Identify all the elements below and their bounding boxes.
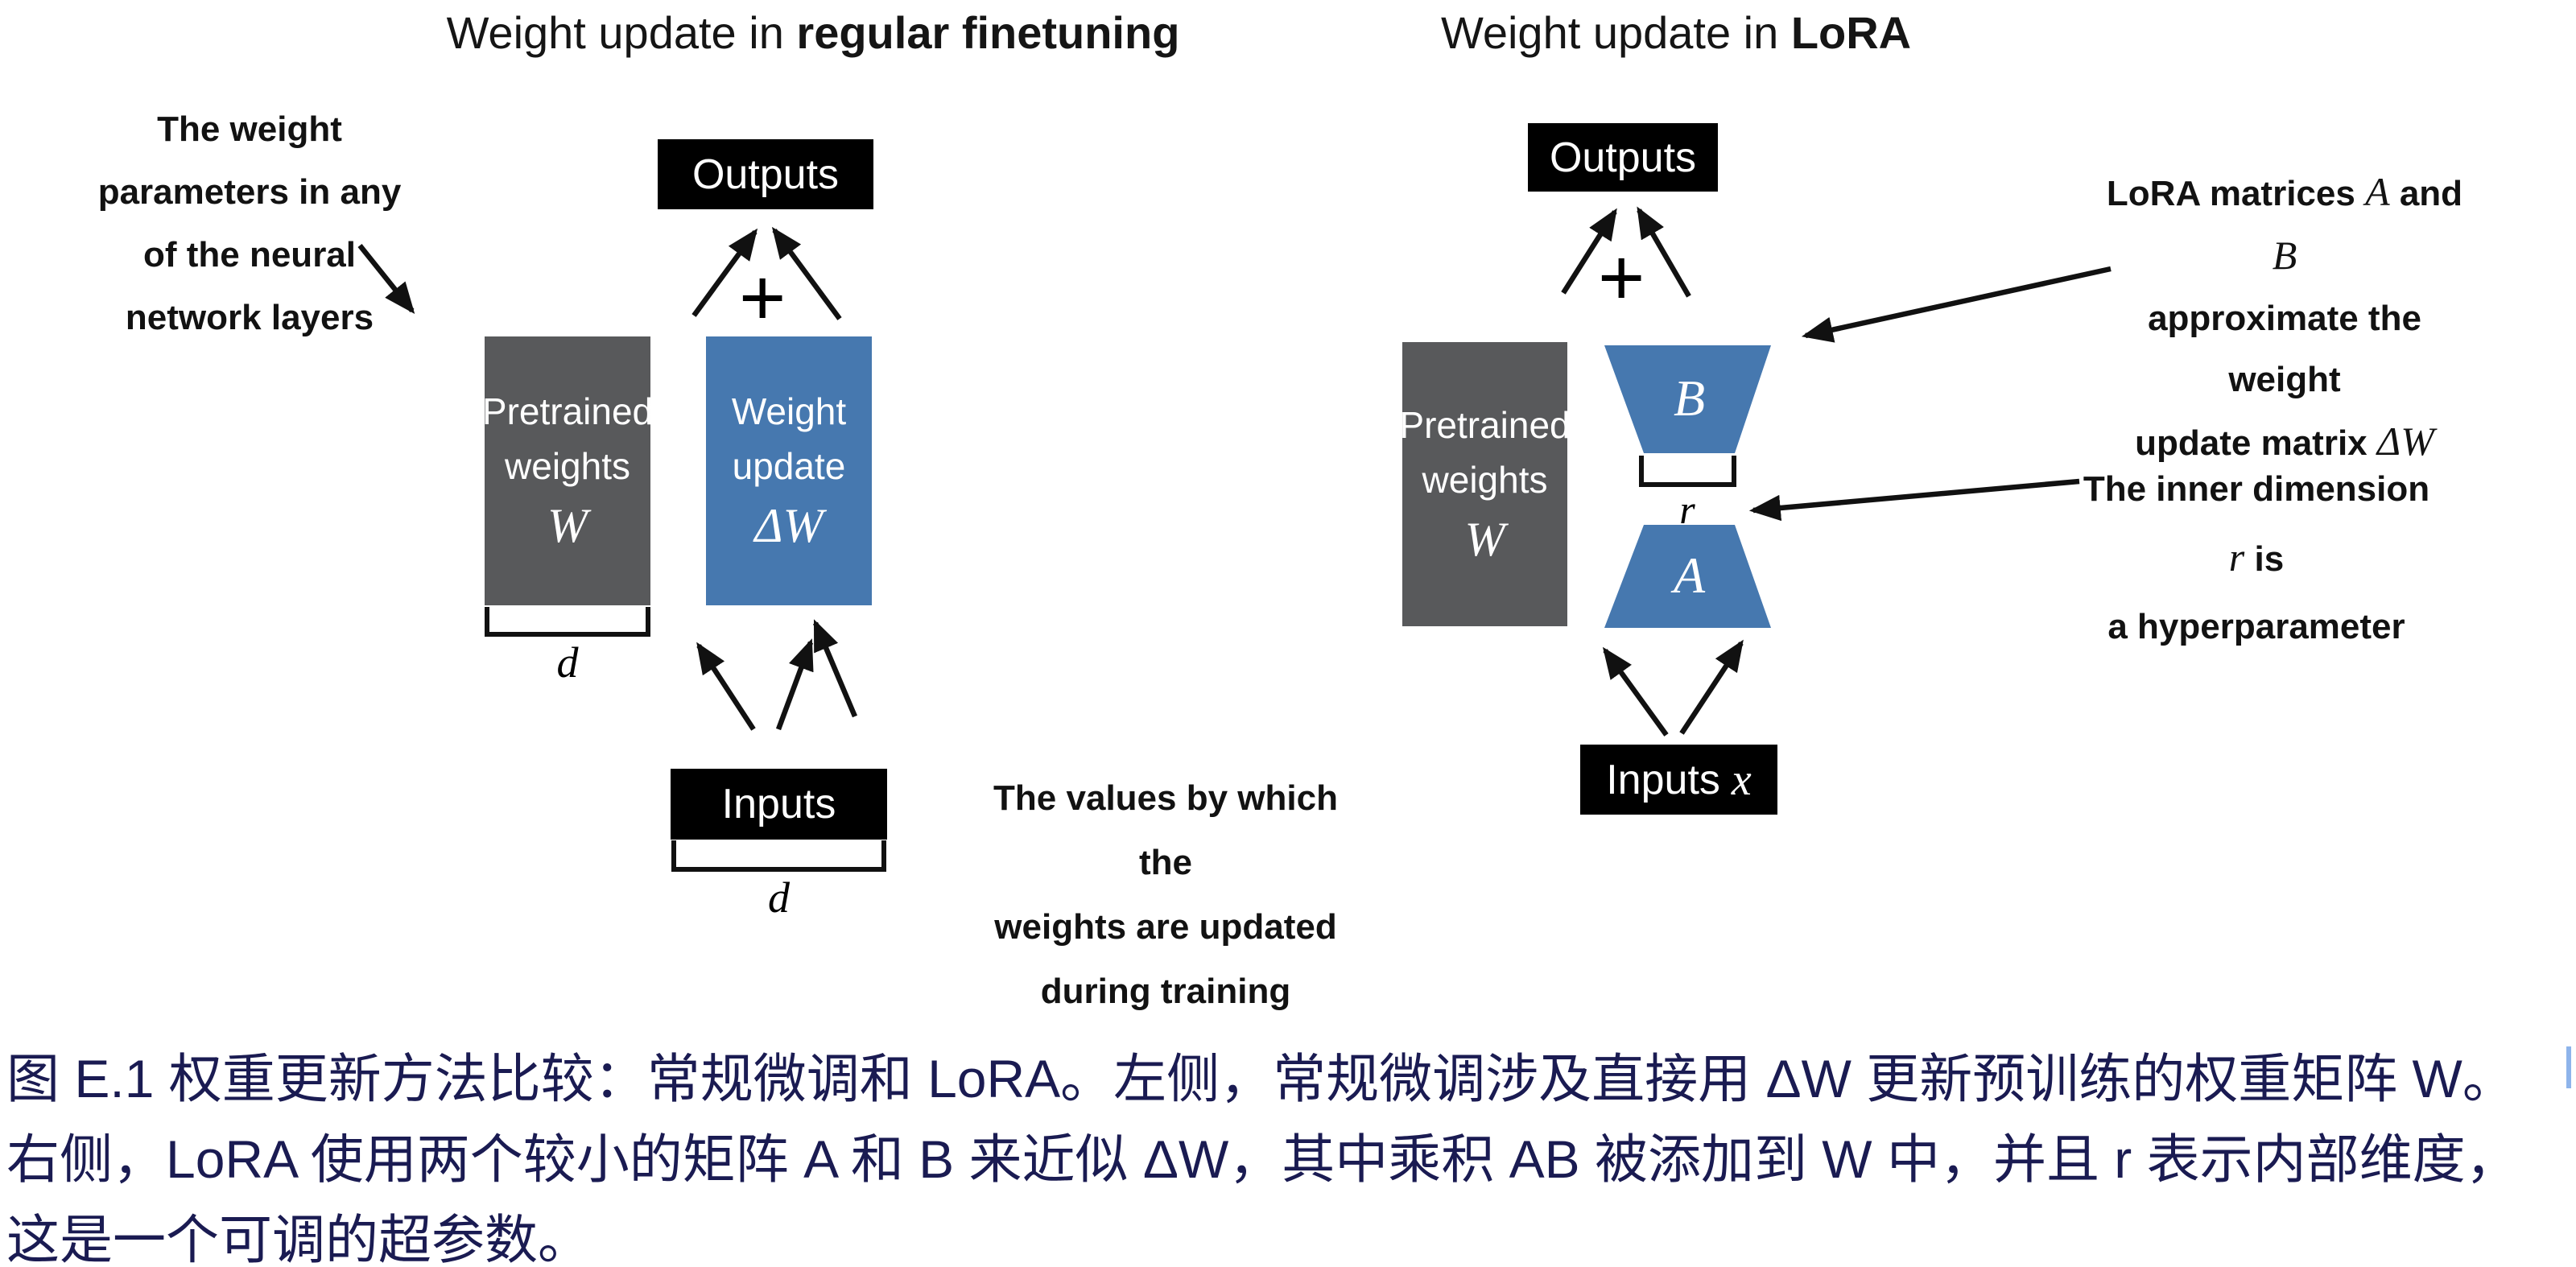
left-title-emphasis: regular finetuning bbox=[796, 7, 1180, 58]
arrow-lora-note-to-b bbox=[1801, 266, 2112, 343]
update-line2: update bbox=[732, 445, 846, 487]
update-symbol-dw: ΔW bbox=[754, 499, 824, 552]
matrix-a-label: A bbox=[1673, 547, 1706, 604]
lora-annotation-line2: approximate the weight bbox=[2148, 299, 2421, 399]
bracket-d-weights bbox=[485, 607, 650, 637]
weight-update-box: Weight update ΔW bbox=[706, 336, 872, 605]
pretrained-symbol-w: W bbox=[1464, 512, 1505, 566]
values-annotation: The values by which the weights are upda… bbox=[989, 766, 1343, 1024]
lora-annotation-line3: update matrix ΔW bbox=[2091, 411, 2478, 474]
pretrained-line1: Pretrained bbox=[481, 390, 654, 432]
weights-annotation-line: parameters in any bbox=[97, 172, 402, 212]
inputs-x-prefix: Inputs bbox=[1606, 756, 1720, 803]
r-l1-post: is bbox=[2244, 539, 2285, 579]
left-panel-title: Weight update in regular finetuning bbox=[346, 6, 1280, 59]
inner-dimension-annotation: The inner dimension r is a hyperparamete… bbox=[2071, 456, 2442, 661]
r-l1-sym: r bbox=[2228, 534, 2245, 580]
right-title-prefix: Weight update in bbox=[1441, 7, 1791, 58]
inputs-label-left: Inputs bbox=[721, 781, 836, 827]
arrow-inputs-to-update bbox=[775, 638, 814, 731]
arrow-inputs-to-pretrained bbox=[696, 642, 756, 731]
caption-line-2: 右侧，LoRA 使用两个较小的矩阵 A 和 B 来近似 ΔW，其中乘积 AB 被… bbox=[6, 1129, 2519, 1189]
arrow-values-note-to-update bbox=[813, 619, 857, 718]
r-annotation-line2: a hyperparameter bbox=[2107, 607, 2405, 646]
values-annotation-line: weights are updated bbox=[994, 907, 1337, 947]
left-title-prefix: Weight update in bbox=[446, 7, 797, 58]
arrow-inputsx-to-pretrained bbox=[1602, 646, 1669, 737]
lora-l1-sym-a: A bbox=[2365, 169, 2390, 214]
arrow-r-note-to-r bbox=[1748, 478, 2080, 522]
weights-annotation-line: of the neural bbox=[142, 235, 357, 274]
pretrained-line2: weights bbox=[505, 445, 630, 487]
outputs-box-left: Outputs bbox=[658, 139, 873, 209]
lora-l3-sym-dw: ΔW bbox=[2376, 419, 2434, 464]
inputs-x-symbol: x bbox=[1731, 754, 1752, 805]
values-annotation-line: The values by which the bbox=[993, 778, 1338, 882]
values-annotation-line: during training bbox=[1040, 972, 1291, 1011]
arrow-inputsx-to-a bbox=[1679, 639, 1744, 735]
plus-sign-right: + bbox=[1598, 233, 1645, 323]
outputs-box-right: Outputs bbox=[1528, 123, 1718, 192]
update-line1: Weight bbox=[731, 390, 847, 432]
dim-label-d-inputs: d bbox=[768, 873, 790, 922]
outputs-label-left: Outputs bbox=[691, 151, 840, 198]
pretrained-weights-box-right: Pretrained weights W bbox=[1399, 342, 1571, 626]
pretrained-line1: Pretrained bbox=[1399, 403, 1571, 446]
matrix-b-label: B bbox=[1673, 369, 1706, 427]
outputs-label-right: Outputs bbox=[1549, 134, 1697, 181]
weights-annotation-line: The weight bbox=[157, 109, 342, 149]
lora-l1-mid: and bbox=[2389, 174, 2463, 213]
plus-sign-left: + bbox=[739, 253, 786, 343]
lora-l3-text: update matrix bbox=[2135, 423, 2377, 463]
lora-l1-text: LoRA matrices bbox=[2106, 174, 2366, 213]
figure-caption: 图 E.1 权重更新方法比较：常规微调和 LoRA。左侧，常规微调涉及直接用 Δ… bbox=[6, 1038, 2574, 1267]
arrow-b-to-outputs bbox=[1637, 206, 1691, 298]
weights-annotation: The weight parameters in any of the neur… bbox=[89, 98, 411, 349]
lora-annotation-line1: LoRA matrices A and B bbox=[2091, 161, 2478, 288]
pretrained-symbol-w: W bbox=[547, 499, 588, 552]
r-l1-pre: The inner dimension bbox=[2083, 469, 2430, 509]
pretrained-weights-box-left: Pretrained weights W bbox=[481, 336, 654, 605]
weights-annotation-line: network layers bbox=[125, 298, 374, 337]
caption-line-1: 图 E.1 权重更新方法比较：常规微调和 LoRA。左侧，常规微调涉及直接用 Δ… bbox=[6, 1049, 2516, 1108]
bracket-d-inputs bbox=[671, 840, 886, 872]
caption-line-3: 这是一个可调的超参数。 bbox=[6, 1210, 591, 1267]
inputs-box-left: Inputs bbox=[671, 769, 887, 840]
right-panel-title: Weight update in LoRA bbox=[1441, 6, 1911, 59]
dim-label-d-weights: d bbox=[556, 638, 579, 687]
rank-label-r: r bbox=[1679, 487, 1695, 532]
text-cursor bbox=[2566, 1046, 2571, 1088]
right-title-emphasis: LoRA bbox=[1790, 7, 1912, 58]
lora-matrices-annotation: LoRA matrices A and B approximate the we… bbox=[2091, 161, 2478, 474]
pretrained-line2: weights bbox=[1422, 458, 1548, 501]
r-annotation-line1: The inner dimension r is bbox=[2071, 456, 2442, 593]
lora-l1-sym-b: B bbox=[2272, 233, 2297, 278]
bracket-r bbox=[1639, 456, 1736, 487]
